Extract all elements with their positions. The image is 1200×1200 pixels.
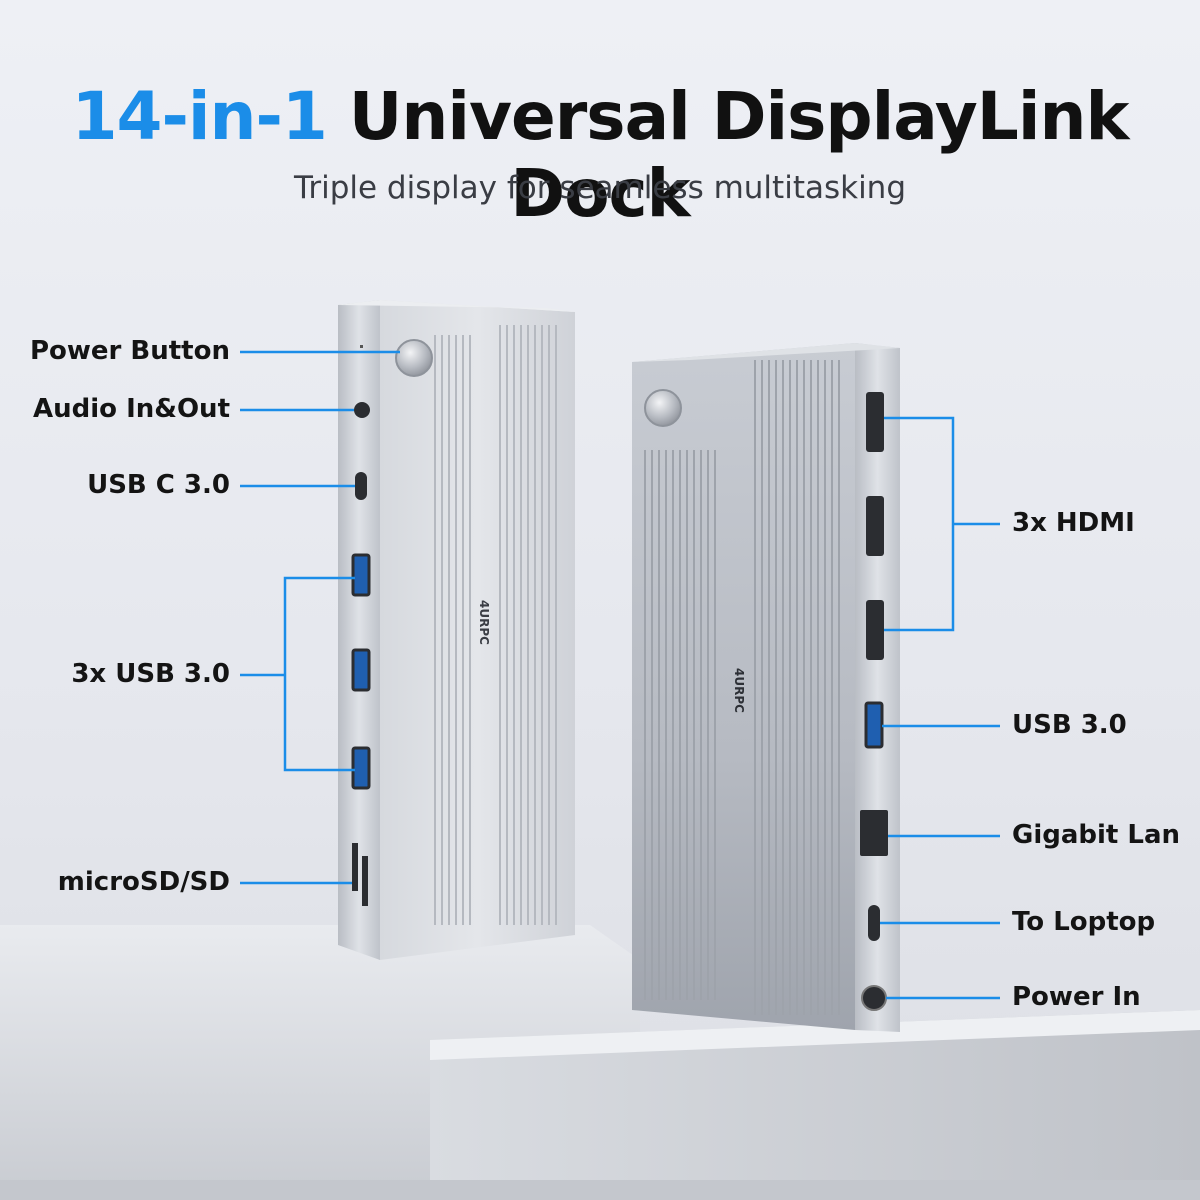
label-sd: microSD/SD [57, 867, 230, 897]
label-power-button: Power Button [29, 336, 230, 366]
label-audio: Audio In&Out [33, 394, 230, 424]
page-title: 14-in-1 Universal DisplayLink Dock [0, 78, 1200, 232]
pedestal [0, 925, 1200, 1200]
usb-a-port-2 [351, 648, 371, 692]
page-subtitle: Triple display for seamless multitasking [293, 170, 907, 206]
label-lan: Gigabit Lan [1012, 820, 1181, 850]
hdmi-port-1 [866, 392, 884, 452]
power-button-knob[interactable] [395, 339, 433, 377]
sd-slot [362, 856, 368, 906]
dock-right-view: 4URPC [632, 343, 900, 1032]
title-accent: 14-in-1 [71, 78, 328, 155]
label-hdmi: 3x HDMI [1012, 508, 1135, 538]
label-usb-c: USB C 3.0 [87, 470, 230, 500]
usb-a-port-1 [351, 553, 371, 597]
dc-power-port [861, 985, 887, 1011]
label-usb-right: USB 3.0 [1012, 710, 1127, 740]
power-button-knob-back [644, 389, 682, 427]
brand-logo-left: 4URPC [477, 600, 491, 645]
dock-left-view: 4URPC [338, 300, 575, 960]
usb-a-port-right [864, 701, 884, 749]
leader-lines [240, 350, 1000, 1000]
usb-a-port-3 [351, 746, 371, 790]
usb-c-port [355, 472, 367, 500]
usb-c-host-port [868, 905, 880, 941]
title-main: Universal DisplayLink Dock [326, 78, 1130, 232]
audio-jack [354, 402, 370, 418]
hdmi-port-3 [866, 600, 884, 660]
brand-logo-right: 4URPC [732, 668, 746, 713]
label-power-in: Power In [1012, 982, 1141, 1012]
hdmi-port-2 [866, 496, 884, 556]
microsd-slot [352, 843, 358, 891]
label-usb-3x: 3x USB 3.0 [71, 659, 230, 689]
ethernet-port [860, 810, 888, 856]
label-to-laptop: To Loptop [1012, 907, 1156, 937]
